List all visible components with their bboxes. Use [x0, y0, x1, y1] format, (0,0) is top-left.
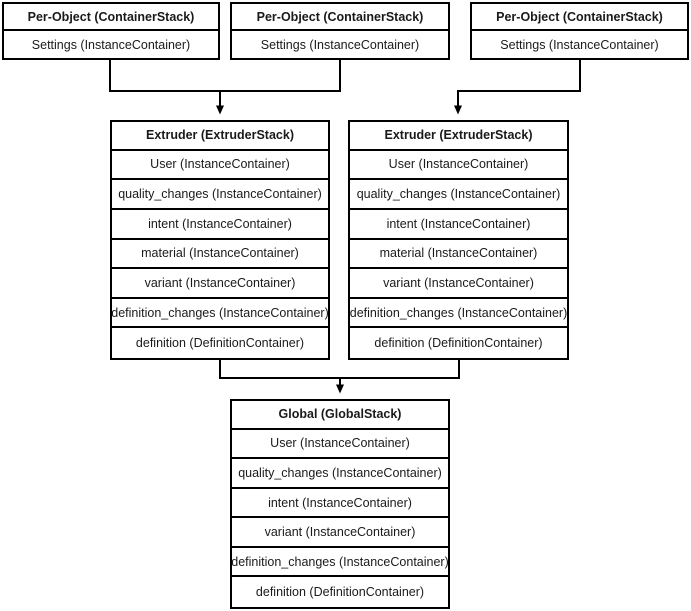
global-stack[interactable]: Global (GlobalStack) User (InstanceConta… — [230, 399, 450, 609]
global-stack-row-user: User (InstanceContainer) — [232, 429, 448, 460]
extruder-stack-1-row-quality-changes: quality_changes (InstanceContainer) — [112, 180, 328, 210]
per-object-stack-3-header: Per-Object (ContainerStack) — [472, 4, 687, 32]
extruder-stack-1-row-definition: definition (DefinitionContainer) — [112, 328, 328, 358]
per-object-stack-3[interactable]: Per-Object (ContainerStack) Settings (In… — [470, 2, 689, 60]
extruder-stack-2-row-material: material (InstanceContainer) — [350, 239, 567, 270]
extruder-stack-2[interactable]: Extruder (ExtruderStack) User (InstanceC… — [348, 120, 569, 360]
global-stack-row-definition: definition (DefinitionContainer) — [232, 577, 448, 608]
connector-perobject3-to-extruder2 — [454, 60, 581, 115]
global-stack-header: Global (GlobalStack) — [232, 401, 448, 430]
extruder-stack-1-row-definition-changes: definition_changes (InstanceContainer) — [111, 298, 329, 329]
extruder-stack-2-row-intent: intent (InstanceContainer) — [350, 209, 567, 240]
global-stack-row-quality-changes: quality_changes (InstanceContainer) — [232, 459, 448, 489]
extruder-stack-2-row-user: User (InstanceContainer) — [350, 150, 567, 181]
global-stack-row-definition-changes: definition_changes (InstanceContainer) — [231, 547, 449, 578]
global-stack-row-intent: intent (InstanceContainer) — [232, 488, 448, 519]
per-object-stack-2-header: Per-Object (ContainerStack) — [232, 4, 448, 32]
extruder-stack-2-row-variant: variant (InstanceContainer) — [350, 269, 567, 299]
per-object-stack-3-row-settings: Settings (InstanceContainer) — [472, 31, 687, 58]
extruder-stack-2-row-definition-changes: definition_changes (InstanceContainer) — [350, 298, 567, 329]
per-object-stack-1-header: Per-Object (ContainerStack) — [4, 4, 218, 32]
per-object-stack-1[interactable]: Per-Object (ContainerStack) Settings (In… — [2, 2, 220, 60]
connector-extruders-to-global — [219, 360, 460, 394]
extruder-stack-1-row-intent: intent (InstanceContainer) — [112, 209, 328, 240]
extruder-stack-1-row-user: User (InstanceContainer) — [112, 150, 328, 181]
extruder-stack-1-header: Extruder (ExtruderStack) — [112, 122, 328, 151]
extruder-stack-2-header: Extruder (ExtruderStack) — [350, 122, 567, 151]
global-stack-row-variant: variant (InstanceContainer) — [232, 518, 448, 548]
extruder-stack-2-row-quality-changes: quality_changes (InstanceContainer) — [350, 180, 567, 210]
connector-perobject1-to-extruder1 — [109, 60, 341, 115]
extruder-stack-1-row-variant: variant (InstanceContainer) — [112, 269, 328, 299]
per-object-stack-2[interactable]: Per-Object (ContainerStack) Settings (In… — [230, 2, 450, 60]
extruder-stack-1[interactable]: Extruder (ExtruderStack) User (InstanceC… — [110, 120, 330, 360]
extruder-stack-1-row-material: material (InstanceContainer) — [112, 239, 328, 270]
per-object-stack-2-row-settings: Settings (InstanceContainer) — [232, 31, 448, 58]
per-object-stack-1-row-settings: Settings (InstanceContainer) — [4, 31, 218, 58]
extruder-stack-2-row-definition: definition (DefinitionContainer) — [350, 328, 567, 358]
